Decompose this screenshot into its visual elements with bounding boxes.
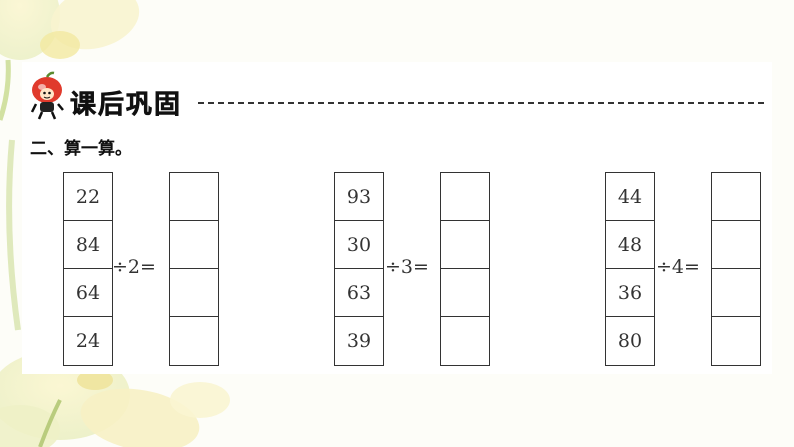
dividend-cell: 39 (346, 330, 372, 352)
dividend-cell: 93 (335, 173, 383, 221)
answer-column-1 (169, 172, 219, 366)
dividend-column-3: 44 48 36 80 (605, 172, 655, 366)
dividend-cell: 24 (75, 330, 101, 352)
dividend-column-2: 93 30 63 39 (334, 172, 384, 366)
header-title: 课后巩固 (70, 90, 183, 121)
answer-box[interactable] (441, 317, 489, 365)
answer-box[interactable] (170, 173, 218, 221)
dividend-cell: 84 (64, 221, 112, 269)
answer-box[interactable] (712, 317, 760, 365)
cartoon-apple-mascot-icon (30, 71, 64, 120)
answer-box[interactable] (441, 221, 489, 269)
answer-box[interactable] (170, 221, 218, 269)
answer-box[interactable] (441, 269, 489, 317)
division-operator-1: ÷2= (112, 256, 156, 278)
answer-box[interactable] (712, 269, 760, 317)
dividend-cell: 30 (335, 221, 383, 269)
division-operator-2: ÷3= (385, 256, 429, 278)
answer-box[interactable] (170, 269, 218, 317)
dividend-cell: 80 (617, 330, 643, 352)
division-operator-3: ÷4= (656, 256, 700, 278)
answer-column-3 (711, 172, 761, 366)
section-header: 课后巩固 (24, 70, 774, 120)
answer-box[interactable] (712, 221, 760, 269)
answer-box[interactable] (712, 173, 760, 221)
dividend-cell: 48 (606, 221, 654, 269)
dividend-cell: 63 (335, 269, 383, 317)
dividend-column-1: 22 84 64 24 (63, 172, 113, 366)
answer-box[interactable] (441, 173, 489, 221)
dividend-cell: 36 (606, 269, 654, 317)
dividend-cell: 44 (606, 173, 654, 221)
section-title: 二、算一算。 (30, 139, 132, 159)
header-dashed-divider (198, 102, 764, 104)
answer-column-2 (440, 172, 490, 366)
dividend-cell: 64 (64, 269, 112, 317)
answer-box[interactable] (170, 317, 218, 365)
dividend-cell: 22 (64, 173, 112, 221)
